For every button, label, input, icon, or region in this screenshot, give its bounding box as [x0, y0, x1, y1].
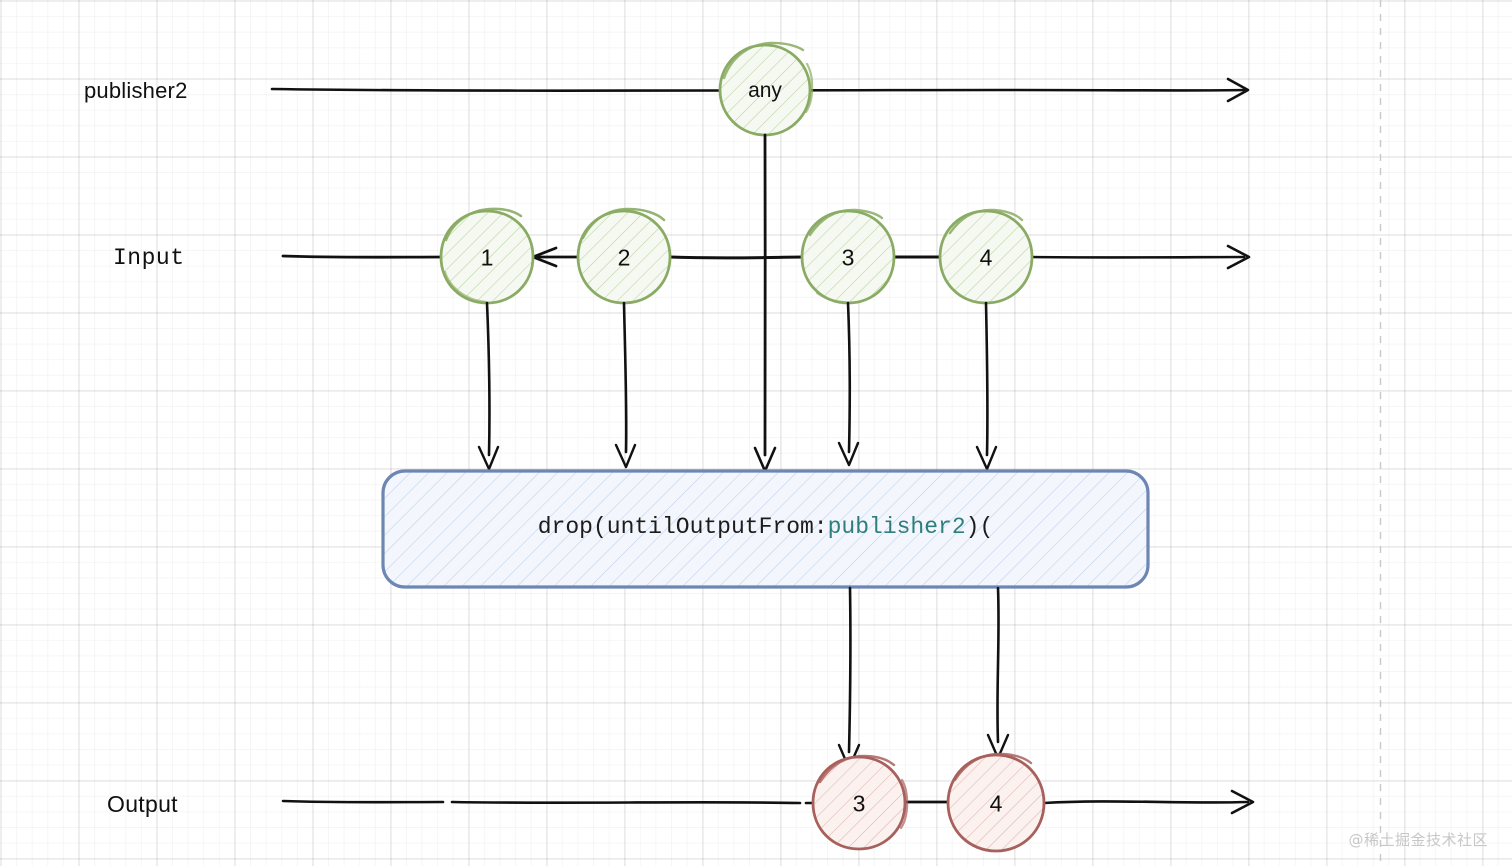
- arrow-operator-to-output4: [986, 586, 1010, 760]
- marble-input-4: [938, 208, 1034, 305]
- marble-label-output-3: 3: [852, 790, 866, 817]
- marble-label-input-1: 1: [480, 244, 494, 271]
- arrow-operator-to-output3: [837, 586, 861, 770]
- output-timeline-arrowhead: [1230, 789, 1255, 815]
- publisher2-timeline: [270, 87, 1246, 92]
- arrow-input4-to-operator: [975, 301, 998, 471]
- code-prefix: drop(untilOutputFrom:: [537, 514, 828, 540]
- marble-label-input-3: 3: [841, 244, 855, 271]
- output-timeline-seg5: [1042, 800, 1250, 805]
- marble-label-any: any: [748, 79, 782, 102]
- arrow-input1-to-operator: [477, 301, 500, 471]
- output-timeline-seg2: [450, 800, 802, 805]
- marble-output-4: [946, 752, 1046, 853]
- marble-output-3: [811, 754, 909, 851]
- lane-output: [281, 789, 1255, 815]
- lane-label-publisher2: publisher2: [84, 78, 188, 103]
- arrow-input3-to-operator: [837, 301, 860, 467]
- lane-publisher2: [270, 77, 1250, 103]
- marble-input-2: [576, 207, 672, 305]
- arrow-any-to-operator: [753, 133, 777, 473]
- input-timeline-seg3: [668, 255, 806, 260]
- code-suffix: )(: [965, 514, 994, 540]
- marble-label-input-4: 4: [979, 244, 993, 271]
- code-argument: publisher2: [827, 514, 966, 540]
- lane-label-input: Input: [113, 245, 185, 271]
- output-timeline-seg1: [281, 799, 445, 804]
- marble-label-output-4: 4: [989, 790, 1003, 817]
- arrow-input2-to-operator: [614, 301, 637, 469]
- operator-code-text: drop(untilOutputFrom:publisher2)(: [383, 514, 1148, 540]
- watermark: @稀土掘金技术社区: [1348, 831, 1488, 849]
- input-timeline-seg1: [281, 254, 445, 259]
- operator-box[interactable]: [381, 469, 1150, 589]
- lane-input: [281, 244, 1251, 270]
- lane-label-output: Output: [107, 791, 178, 817]
- publisher2-timeline-arrowhead: [1226, 77, 1250, 103]
- input-timeline-arrowhead: [1226, 244, 1251, 270]
- marble-label-input-2: 2: [617, 244, 631, 271]
